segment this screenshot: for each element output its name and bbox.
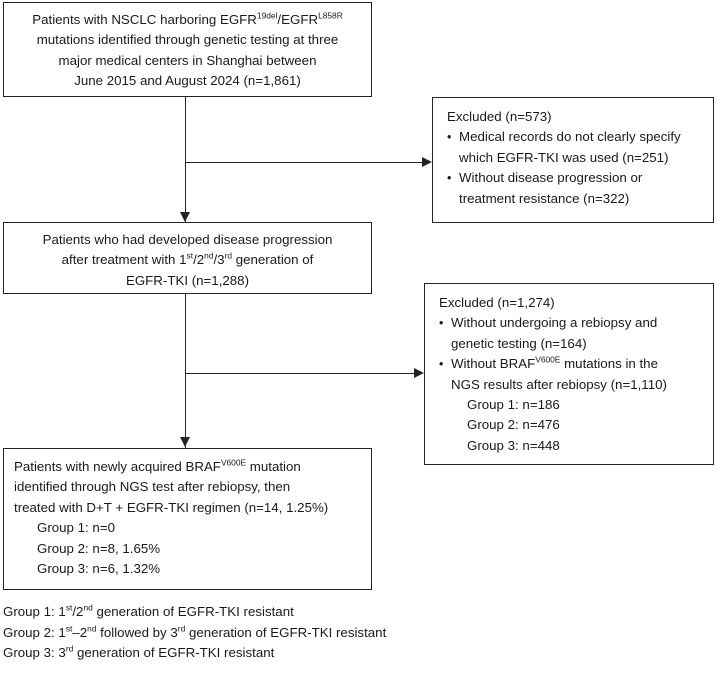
connector-horizontal-1 <box>184 161 425 163</box>
second-gen-superscript: nd <box>83 602 93 613</box>
excluded-1-heading: Excluded (n=573) <box>447 109 552 124</box>
braf-line-2: identified through NGS test after rebiop… <box>14 479 291 495</box>
first-gen-superscript: st <box>65 623 73 634</box>
box-study-population: Patients with NSCLC harboring EGFR19del/… <box>3 2 372 97</box>
list-item: Without disease progression or treatment… <box>447 168 703 209</box>
braf-group-1: Group 1: n=0 <box>37 520 115 536</box>
egfr-l858r-superscript: L858R <box>318 10 343 21</box>
excluded-2-item-1-line-2: genetic testing (n=164) <box>451 335 587 351</box>
box-disease-progression: Patients who had developed disease progr… <box>3 222 372 294</box>
footnote-2-mid: –2 <box>72 624 88 640</box>
progression-line-2-mid1: /2 <box>193 252 205 268</box>
footnote-1-post: generation of EGFR-TKI resistant <box>92 604 294 619</box>
excluded-2-item-2-pre: Without BRAF <box>451 356 536 372</box>
arrowhead-down-1 <box>179 212 190 222</box>
progression-line-2: after treatment with 1st/2nd/3rd generat… <box>14 250 361 270</box>
population-line-1: Patients with NSCLC harboring EGFR19del/… <box>14 10 361 30</box>
box-braf-acquired: Patients with newly acquired BRAFV600E m… <box>3 448 372 590</box>
list-item: Without BRAFV600E mutations in the NGS r… <box>439 354 705 395</box>
first-gen-superscript: st <box>186 250 194 261</box>
footnote-group-1: Group 1: 1st/2nd generation of EGFR-TKI … <box>3 602 703 623</box>
progression-line-3: EGFR-TKI (n=1,288) <box>125 272 250 288</box>
excluded-2-item-2-post: mutations in the <box>560 356 658 372</box>
progression-line-2-post: generation of <box>232 252 314 268</box>
braf-line-3: treated with D+T + EGFR-TKI regimen (n=1… <box>14 499 329 515</box>
braf-line-1-pre: Patients with newly acquired BRAF <box>14 459 221 474</box>
braf-v600e-superscript: V600E <box>220 457 247 468</box>
excluded-1-item-2-line-1: Without disease progression or <box>459 170 643 186</box>
footnote-group-2: Group 2: 1st–2nd followed by 3rd generat… <box>3 623 703 644</box>
braf-line-1-post: mutation <box>246 459 301 474</box>
list-item: Without undergoing a rebiopsy and geneti… <box>439 313 705 354</box>
third-gen-superscript: rd <box>65 643 74 654</box>
excluded-1-item-1-line-2: which EGFR-TKI was used (n=251) <box>459 149 669 165</box>
footnote-group-3: Group 3: 3rd generation of EGFR-TKI resi… <box>3 643 703 664</box>
excluded-2-group-3: Group 3: n=448 <box>467 437 560 453</box>
footnote-1-mid: /2 <box>72 604 84 619</box>
excluded-2-item-1-line-1: Without undergoing a rebiopsy and <box>451 315 658 331</box>
progression-line-2-mid2: /3 <box>213 252 225 268</box>
footnote-2-pre: Group 2: 1 <box>3 624 66 640</box>
progression-line-2-pre: after treatment with 1 <box>61 252 187 268</box>
excluded-2-group-1: Group 1: n=186 <box>467 397 560 413</box>
first-gen-superscript: st <box>65 602 73 613</box>
excluded-2-item-2-line-1: Without BRAFV600E mutations in the <box>451 354 705 374</box>
box-excluded-second: Excluded (n=1,274) Without undergoing a … <box>424 283 714 465</box>
connector-horizontal-2 <box>184 372 417 374</box>
second-gen-superscript: nd <box>87 623 97 634</box>
footnote-1-pre: Group 1: 1 <box>3 604 66 619</box>
population-line-1-mid: /EGFR <box>277 12 319 27</box>
footnote-2-post: generation of EGFR-TKI resistant <box>185 624 387 640</box>
excluded-2-list: Without undergoing a rebiopsy and geneti… <box>439 313 705 395</box>
footnote-2-mid2: followed by 3 <box>96 624 178 640</box>
footnote-legend: Group 1: 1st/2nd generation of EGFR-TKI … <box>3 602 703 664</box>
egfr-19del-superscript: 19del <box>256 10 278 21</box>
braf-line-1: Patients with newly acquired BRAFV600E m… <box>14 457 364 477</box>
arrowhead-right-2 <box>414 368 424 378</box>
population-line-4: June 2015 and August 2024 (n=1,861) <box>74 73 301 89</box>
excluded-2-item-2-line-2: NGS results after rebiopsy (n=1,110) <box>451 376 667 392</box>
connector-vertical-2 <box>184 294 186 448</box>
excluded-1-list: Medical records do not clearly specify w… <box>447 127 703 209</box>
third-gen-superscript: rd <box>177 623 186 634</box>
population-line-3: major medical centers in Shanghai betwee… <box>58 52 317 68</box>
excluded-1-item-1-line-1: Medical records do not clearly specify <box>459 129 681 145</box>
progression-line-1: Patients who had developed disease progr… <box>42 232 333 247</box>
population-line-2: mutations identified through genetic tes… <box>36 32 339 48</box>
footnote-3-pre: Group 3: 3 <box>3 645 66 660</box>
braf-group-3: Group 3: n=6, 1.32% <box>37 561 161 577</box>
list-item: Medical records do not clearly specify w… <box>447 127 703 168</box>
excluded-2-group-2: Group 2: n=476 <box>467 417 560 433</box>
arrowhead-down-2 <box>179 437 190 447</box>
excluded-1-item-2-line-2: treatment resistance (n=322) <box>459 190 630 206</box>
excluded-2-heading: Excluded (n=1,274) <box>439 295 555 310</box>
population-line-1-prefix: Patients with NSCLC harboring EGFR <box>32 12 257 27</box>
box-excluded-first: Excluded (n=573) Medical records do not … <box>432 97 714 223</box>
second-gen-superscript: nd <box>204 250 214 261</box>
connector-vertical-1 <box>184 97 186 223</box>
braf-v600e-superscript: V600E <box>535 354 561 365</box>
footnote-3-post: generation of EGFR-TKI resistant <box>73 645 275 660</box>
arrowhead-right-1 <box>422 157 432 167</box>
third-gen-superscript: rd <box>224 250 233 261</box>
braf-group-2: Group 2: n=8, 1.65% <box>37 540 161 556</box>
